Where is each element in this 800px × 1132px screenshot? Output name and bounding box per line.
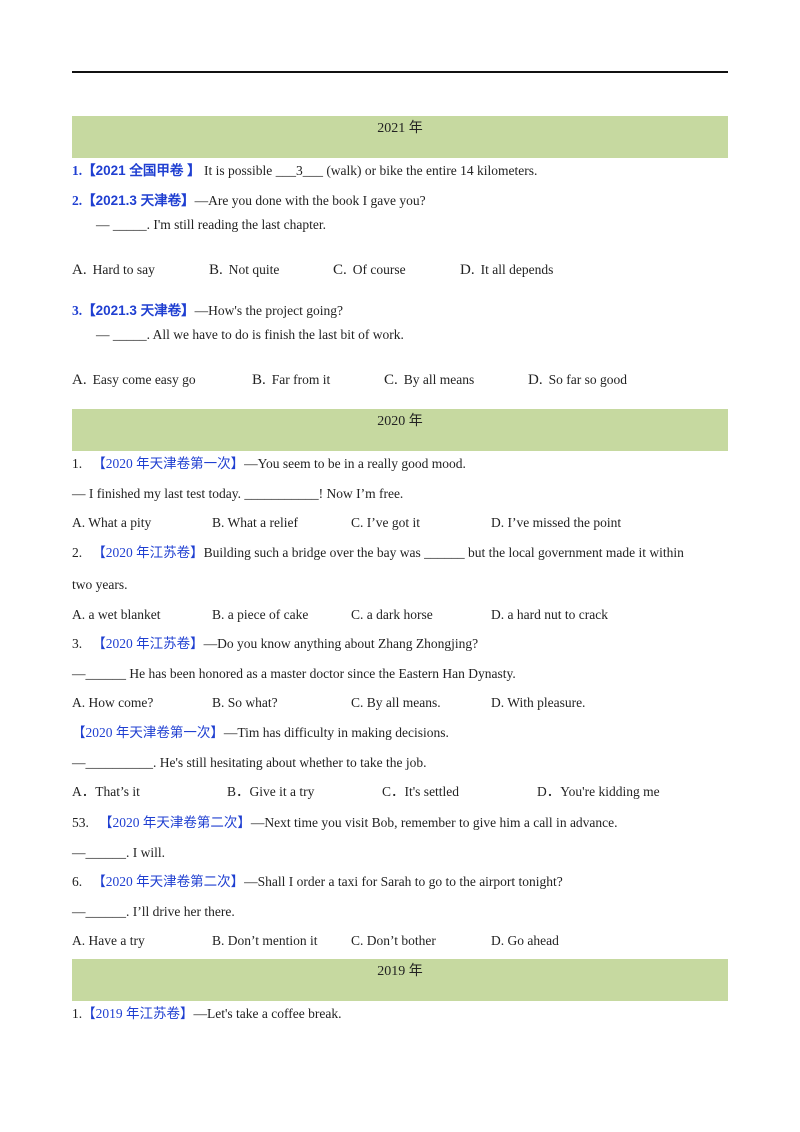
question-source: 【2020 年天津卷第一次】 [92,456,245,471]
option-b: B. What a relief [212,515,298,530]
question-number: 53. [72,815,89,830]
option-c: C．It's settled [382,784,460,799]
option-a: A. a wet blanket [72,607,161,622]
question-2021-1: 1.【2021 全国甲卷 】 It is possible ___3___ (w… [72,163,537,179]
question-text: —Tim has difficulty in making decisions. [223,725,449,740]
question-2020-5-reply: —______. I will. [72,845,165,860]
question-number: 1. [72,163,83,178]
question-source: 【2021.3 天津卷】 [82,193,195,208]
question-source: 【2020 年天津卷第二次】 [92,874,245,889]
question-source: 【2020 年天津卷第一次】 [72,725,224,740]
option-d: D.It all depends [460,262,554,278]
question-2020-2-cont: two years. [72,577,128,592]
question-text: —Shall I order a taxi for Sarah to go to… [244,874,563,889]
option-d: D. With pleasure. [491,695,586,710]
question-2020-6-reply: —______. I’ll drive her there. [72,904,235,919]
section-year: 2020 年 [377,414,423,429]
question-number: 2. [72,193,83,208]
answer-blank: ___3___ [275,163,323,178]
question-2021-3: 3.【2021.3 天津卷】—How's the project going? [72,303,343,319]
option-a: A. How come? [72,695,154,710]
question-2020-3: 3. 【2020 年江苏卷】—Do you know anything abou… [72,636,478,652]
question-text-end: (walk) or bike the entire 14 kilometers. [322,163,538,178]
question-text: —Do you know anything about Zhang Zhongj… [203,636,479,651]
question-2021-2: 2.【2021.3 天津卷】—Are you done with the boo… [72,193,426,209]
question-text: Building such a bridge over the bay was … [203,545,684,560]
question-source: 【2020 年天津卷第二次】 [99,815,251,830]
question-2020-4-reply: —__________. He's still hesitating about… [72,755,427,770]
question-source: 【2021.3 天津卷】 [82,303,195,318]
option-d: D. I’ve missed the point [491,515,622,530]
option-b: B.Not quite [209,262,280,278]
question-2021-3-reply: — _____. All we have to do is finish the… [96,327,404,342]
question-source: 【2020 年江苏卷】 [92,545,204,560]
question-2020-5: 53. 【2020 年天津卷第二次】—Next time you visit B… [72,815,618,831]
question-2021-2-reply: — _____. I'm still reading the last chap… [96,217,327,232]
question-text: It is possible [204,163,276,178]
question-number: 1. [72,456,83,471]
question-text: —Are you done with the book I gave you? [194,193,426,208]
option-a: A. Have a try [72,933,145,948]
option-d: D.So far so good [528,372,627,388]
option-c: C. Don’t bother [351,933,436,948]
option-a: A.Hard to say [72,262,155,278]
question-text: —Next time you visit Bob, remember to gi… [250,815,618,830]
option-b: B. a piece of cake [212,607,309,622]
option-c: C.By all means [384,372,475,388]
section-header-2021: 2021 年 [72,116,728,158]
option-b: B．Give it a try [227,784,315,799]
option-c: C. By all means. [351,695,441,710]
option-a: A. What a pity [72,515,152,530]
question-number: 3. [72,636,83,651]
question-2019-1: 1.【2019 年江苏卷】—Let's take a coffee break. [72,1006,341,1022]
question-2020-1: 1. 【2020 年天津卷第一次】—You seem to be in a re… [72,456,466,472]
option-b: B. Don’t mention it [212,933,318,948]
question-text: —How's the project going? [194,303,343,318]
option-a: A．That’s it [72,784,140,799]
question-number: 1. [72,1006,83,1021]
question-number: 6. [72,874,83,889]
option-d: D. Go ahead [491,933,559,948]
section-year: 2021 年 [377,121,423,136]
question-source: 【2021 全国甲卷 】 [82,163,201,178]
header-rule [72,71,728,73]
question-number: 3. [72,303,83,318]
section-header-2020: 2020 年 [72,409,728,451]
question-source: 【2019 年江苏卷】 [82,1006,194,1021]
option-d: D. a hard nut to crack [491,607,608,622]
question-2020-3-reply: —______ He has been honored as a master … [72,666,516,681]
option-b: B.Far from it [252,372,331,388]
option-d: D．You're kidding me [537,784,660,799]
question-2020-4: 【2020 年天津卷第一次】—Tim has difficulty in mak… [72,725,449,741]
option-c: C. a dark horse [351,607,433,622]
question-2020-6: 6. 【2020 年天津卷第二次】—Shall I order a taxi f… [72,874,563,890]
option-b: B. So what? [212,695,278,710]
section-year: 2019 年 [377,964,423,979]
option-c: C.Of course [333,262,406,278]
question-text: —You seem to be in a really good mood. [244,456,466,471]
option-c: C. I’ve got it [351,515,420,530]
question-source: 【2020 年江苏卷】 [92,636,204,651]
question-text: —Let's take a coffee break. [193,1006,342,1021]
question-2020-1-reply: — I finished my last test today. _______… [72,486,404,501]
question-number: 2. [72,545,83,560]
section-header-2019: 2019 年 [72,959,728,1001]
option-a: A.Easy come easy go [72,372,196,388]
question-2020-2: 2. 【2020 年江苏卷】Building such a bridge ove… [72,545,684,561]
